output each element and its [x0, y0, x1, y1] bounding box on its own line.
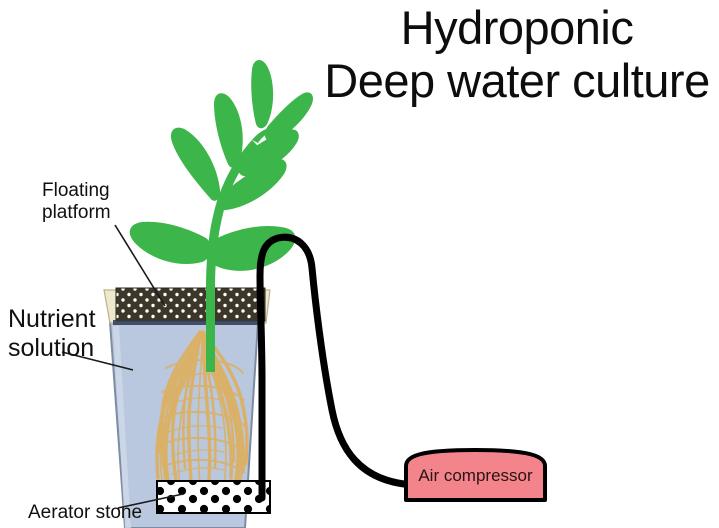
leader-aerator-stone	[117, 493, 184, 509]
platform-slab	[115, 287, 266, 322]
leaf-right-1	[206, 225, 296, 271]
air-compressor-body	[404, 448, 547, 502]
plant	[129, 60, 313, 372]
leaf-left-3	[214, 93, 243, 168]
leader-nutrient-solution	[61, 351, 134, 371]
floating-platform	[103, 287, 271, 325]
label-floating-platform: Floating platform	[42, 180, 111, 223]
tank-wall-highlight	[113, 326, 131, 528]
aerator-stone	[156, 480, 271, 514]
aerator-stone-body	[156, 480, 271, 514]
label-nutrient-solution: Nutrient solution	[8, 305, 96, 362]
leader-lines	[61, 224, 184, 509]
diagram-title: Hydroponic Deep water culture	[318, 1, 716, 107]
leaf-left-1	[129, 221, 211, 264]
leaf-left-4	[251, 60, 274, 129]
air-compressor-label: Air compressor	[418, 466, 533, 485]
air-tube	[256, 233, 408, 502]
platform-waterline	[113, 320, 259, 325]
label-aerator-stone: Aerator stone	[28, 502, 143, 523]
air-compressor	[404, 448, 547, 502]
leader-floating-platform	[114, 224, 166, 307]
leaf-right-3	[237, 129, 299, 177]
leaf-right-4	[264, 92, 313, 142]
leaf-left-2	[170, 127, 221, 201]
title-line-1: Hydroponic	[400, 1, 634, 54]
title-line-2: Deep water culture	[324, 53, 710, 107]
plant-stem	[197, 140, 258, 372]
leaf-right-2	[216, 158, 287, 211]
